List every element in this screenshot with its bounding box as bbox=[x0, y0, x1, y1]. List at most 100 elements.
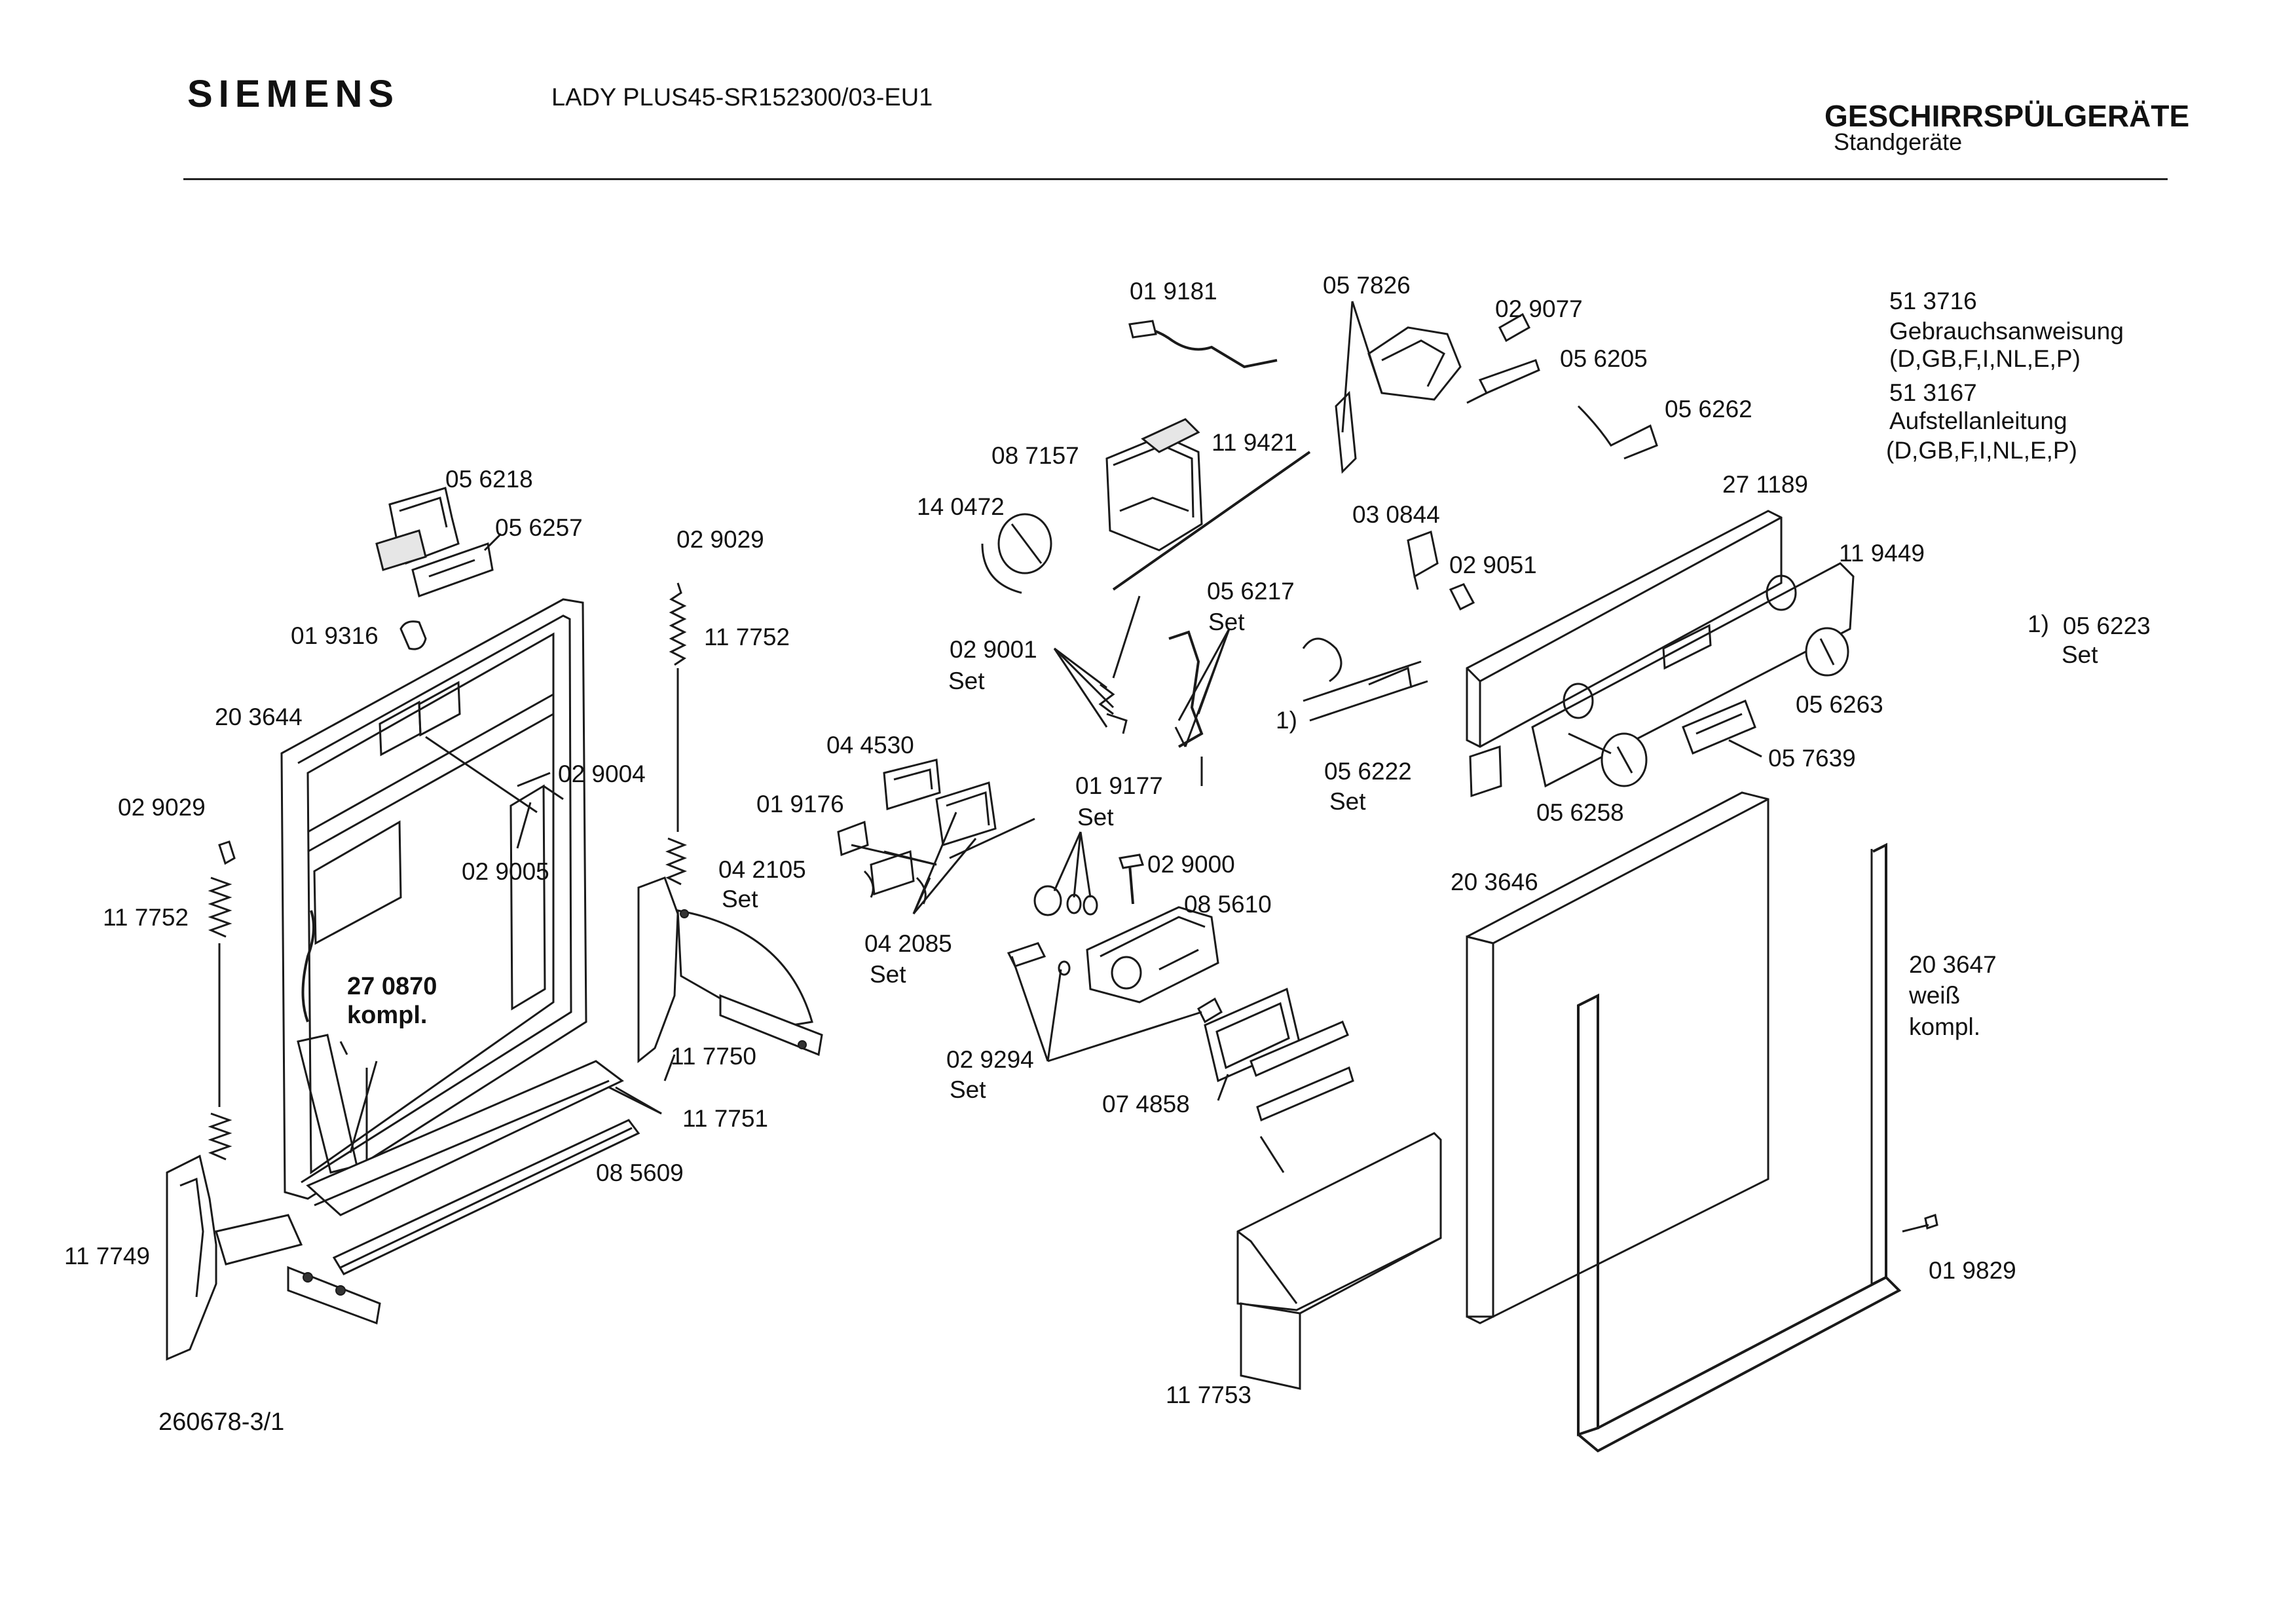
part-label-057639: 05 7639 bbox=[1768, 745, 1856, 772]
set-tag-056222: Set bbox=[1329, 788, 1366, 815]
part-label-056205: 05 6205 bbox=[1560, 345, 1648, 372]
part-label-056218: 05 6218 bbox=[445, 466, 533, 493]
white-frame-drawing bbox=[1577, 842, 1902, 1453]
part-label-019176: 01 9176 bbox=[756, 791, 844, 817]
part-label-119449: 11 9449 bbox=[1839, 540, 1925, 567]
part-label-203647: 20 3647 bbox=[1909, 951, 1997, 978]
small-switch-drawing bbox=[1407, 530, 1475, 611]
kick-plate-drawing bbox=[1236, 1132, 1442, 1390]
cable-plug-drawing bbox=[1128, 320, 1157, 339]
selector-knobs-drawing bbox=[1601, 627, 1849, 787]
header-divider bbox=[183, 178, 2168, 180]
part-label-087157: 08 7157 bbox=[991, 442, 1079, 469]
part-label-029029a: 02 9029 bbox=[676, 526, 764, 553]
part-label-117751: 11 7751 bbox=[682, 1105, 768, 1132]
part-label-057826: 05 7826 bbox=[1323, 272, 1411, 299]
part-label-056257: 05 6257 bbox=[495, 514, 583, 541]
kompl-tag-203647: kompl. bbox=[1909, 1013, 1980, 1040]
base-strips-drawing bbox=[306, 1060, 640, 1275]
part-label-019316: 01 9316 bbox=[291, 622, 379, 649]
part-label-029001: 02 9001 bbox=[950, 636, 1037, 663]
part-label-019181: 01 9181 bbox=[1130, 278, 1217, 305]
install-languages: (D,GB,F,I,NL,E,P) bbox=[1886, 437, 2077, 464]
springs-drawing bbox=[208, 582, 688, 1161]
part-label-117749: 11 7749 bbox=[64, 1243, 150, 1269]
programme-switch-drawing bbox=[1105, 418, 1203, 552]
door-lock-drawing bbox=[375, 487, 494, 597]
set-tag-056217: Set bbox=[1208, 609, 1245, 635]
notes-block: 51 3716 Gebrauchsanweisung (D,GB,F,I,NL,… bbox=[1886, 288, 2151, 668]
valve-parts-drawing bbox=[1033, 854, 1219, 1004]
part-label-042085: 04 2085 bbox=[864, 930, 952, 957]
part-label-085609: 08 5609 bbox=[596, 1159, 684, 1186]
part-label-030844: 03 0844 bbox=[1352, 501, 1440, 528]
part-label-056262: 05 6262 bbox=[1665, 396, 1752, 422]
knob-14-0472-drawing bbox=[981, 513, 1052, 594]
part-label-056217: 05 6217 bbox=[1207, 578, 1295, 605]
manual-number: 51 3716 bbox=[1889, 288, 1977, 314]
kompl-tag-270870: kompl. bbox=[347, 1002, 427, 1029]
install-title: Aufstellanleitung bbox=[1889, 407, 2067, 434]
manual-languages: (D,GB,F,I,NL,E,P) bbox=[1889, 345, 2081, 372]
part-label-056263: 05 6263 bbox=[1796, 691, 1883, 718]
part-label-117750: 11 7750 bbox=[671, 1043, 756, 1070]
model-title: LADY PLUS45-SR152300/03-EU1 bbox=[551, 84, 933, 111]
door-hook-drawing bbox=[399, 620, 427, 650]
part-label-119421: 11 9421 bbox=[1212, 429, 1297, 456]
part-label-117753: 11 7753 bbox=[1166, 1381, 1251, 1408]
part-label-271189: 27 1189 bbox=[1722, 471, 1808, 498]
left-hinge-drawing bbox=[166, 1154, 381, 1361]
footnote-marker: 1) bbox=[2028, 610, 2049, 637]
footnote-part: 05 6223 bbox=[2063, 612, 2151, 639]
part-label-029029b: 02 9029 bbox=[118, 794, 206, 821]
part-label-042105: 04 2105 bbox=[718, 856, 806, 883]
drawings bbox=[166, 312, 1938, 1453]
rod-drawing bbox=[1112, 451, 1311, 591]
part-label-117752a: 11 7752 bbox=[704, 624, 790, 650]
door-switch-drawing bbox=[1335, 312, 1658, 474]
part-label-074858: 07 4858 bbox=[1102, 1091, 1190, 1117]
part-labels: 01 9181 05 7826 02 9077 05 6205 05 6262 … bbox=[64, 272, 2016, 1408]
leader-lines bbox=[339, 301, 1929, 1233]
seal-parts-drawing bbox=[1007, 942, 1354, 1122]
part-label-085610: 08 5610 bbox=[1184, 891, 1272, 918]
part-label-140472: 14 0472 bbox=[917, 493, 1005, 520]
set-tag-042105: Set bbox=[722, 886, 758, 912]
dispenser-parts-drawing bbox=[837, 759, 1035, 905]
part-label-029004: 02 9004 bbox=[558, 760, 646, 787]
manual-title: Gebrauchsanweisung bbox=[1889, 318, 2124, 345]
part-label-019177: 01 9177 bbox=[1075, 772, 1163, 799]
part-label-117752b: 11 7752 bbox=[103, 904, 189, 931]
document-number: 260678-3/1 bbox=[158, 1408, 285, 1436]
part-label-029051: 02 9051 bbox=[1449, 552, 1537, 578]
part-label-029077: 02 9077 bbox=[1495, 295, 1583, 322]
set-tag-029294: Set bbox=[950, 1076, 986, 1103]
part-label-029000: 02 9000 bbox=[1147, 851, 1235, 878]
inner-door-panel-drawing bbox=[280, 598, 587, 1200]
footnote-set: Set bbox=[2062, 641, 2098, 668]
part-label-270870: 27 0870 bbox=[347, 973, 437, 1000]
install-number: 51 3167 bbox=[1889, 379, 1977, 406]
part-label-029005: 02 9005 bbox=[462, 858, 549, 885]
subcategory-title: Standgeräte bbox=[1834, 128, 1963, 155]
set-tag-029001: Set bbox=[948, 667, 985, 694]
part-label-056222: 05 6222 bbox=[1324, 758, 1412, 785]
mains-cable-drawing bbox=[1142, 326, 1278, 369]
part-label-019829: 01 9829 bbox=[1929, 1257, 2016, 1284]
part-label-203646: 20 3646 bbox=[1451, 869, 1538, 895]
set-tag-019177: Set bbox=[1077, 804, 1114, 831]
footnote-marker-056222: 1) bbox=[1276, 707, 1297, 734]
part-label-044530: 04 4530 bbox=[826, 732, 914, 759]
part-label-056258: 05 6258 bbox=[1536, 799, 1624, 826]
part-label-029294: 02 9294 bbox=[946, 1046, 1034, 1073]
right-hinge-drawing bbox=[637, 876, 823, 1064]
category-title: GESCHIRRSPÜLGERÄTE bbox=[1824, 99, 2190, 133]
set-tag-042085: Set bbox=[870, 961, 906, 988]
part-label-203644: 20 3644 bbox=[215, 704, 303, 730]
weiss-tag-203647: weiß bbox=[1908, 982, 1960, 1009]
indicator-parts-drawing bbox=[1098, 630, 1428, 786]
control-panel-drawing bbox=[1466, 510, 1855, 798]
brand-logo: SIEMENS bbox=[187, 73, 400, 115]
